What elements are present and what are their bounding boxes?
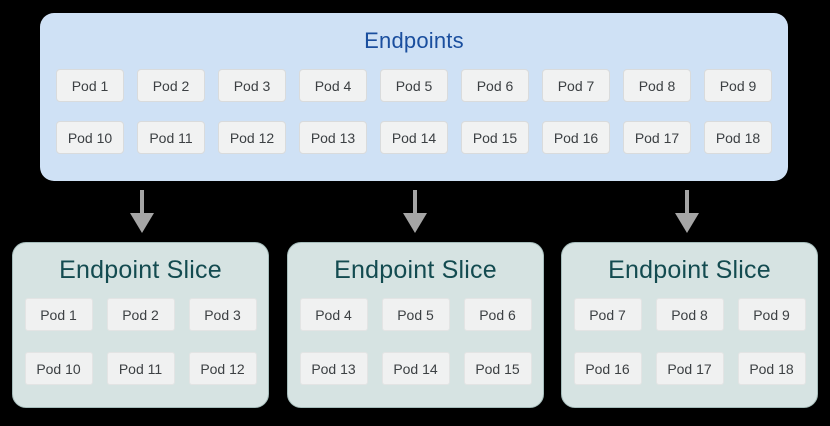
pod-box: Pod 4 <box>299 298 368 331</box>
endpoints-pod-grid: Pod 1 Pod 2 Pod 3 Pod 4 Pod 5 Pod 6 Pod 7 Pod 8… <box>40 69 788 154</box>
pod-box: Pod 4 <box>299 69 367 102</box>
pod-box: Pod 5 <box>381 298 450 331</box>
pod-box: Pod 8 <box>623 69 691 102</box>
pod-box: Pod 14 <box>380 121 448 154</box>
pod-box: Pod 13 <box>299 121 367 154</box>
pod-box: Pod 13 <box>299 352 368 385</box>
pod-box: Pod 2 <box>137 69 205 102</box>
arrow-head <box>130 213 154 233</box>
slice-pod-grid: Pod 7 Pod 8 Pod 9 Pod 16 Pod 17 Pod 18 <box>562 298 817 385</box>
pod-box: Pod 15 <box>463 352 532 385</box>
slice-pod-grid: Pod 4 Pod 5 Pod 6 Pod 13 Pod 14 Pod 15 <box>288 298 543 385</box>
pod-box: Pod 12 <box>218 121 286 154</box>
arrow-head <box>403 213 427 233</box>
pod-box: Pod 6 <box>463 298 532 331</box>
pod-box: Pod 7 <box>573 298 642 331</box>
endpoints-box: Endpoints Pod 1 Pod 2 Pod 3 Pod 4 Pod 5 Pod 6… <box>40 13 788 181</box>
pod-box: Pod 8 <box>655 298 724 331</box>
pod-box: Pod 18 <box>704 121 772 154</box>
pod-box: Pod 3 <box>188 298 257 331</box>
pod-box: Pod 11 <box>137 121 205 154</box>
arrow-stem <box>685 190 689 213</box>
pod-box: Pod 10 <box>24 352 93 385</box>
pod-box: Pod 3 <box>218 69 286 102</box>
arrow-head <box>675 213 699 233</box>
endpoints-title: Endpoints <box>364 28 464 53</box>
endpoint-slice-title: Endpoint Slice <box>59 256 222 284</box>
pod-box: Pod 7 <box>542 69 610 102</box>
pod-box: Pod 9 <box>704 69 772 102</box>
pod-box: Pod 10 <box>56 121 124 154</box>
slice-pod-grid: Pod 1 Pod 2 Pod 3 Pod 10 Pod 11 Pod 12 <box>13 298 268 385</box>
pod-box: Pod 16 <box>542 121 610 154</box>
pod-box: Pod 17 <box>623 121 691 154</box>
arrow-down-icon <box>675 190 699 233</box>
pod-box: Pod 11 <box>106 352 175 385</box>
pod-box: Pod 1 <box>24 298 93 331</box>
arrow-down-icon <box>403 190 427 233</box>
pod-box: Pod 17 <box>655 352 724 385</box>
arrow-down-icon <box>130 190 154 233</box>
pod-box: Pod 12 <box>188 352 257 385</box>
pod-box: Pod 18 <box>737 352 806 385</box>
pod-box: Pod 16 <box>573 352 642 385</box>
arrow-stem <box>140 190 144 213</box>
pod-box: Pod 14 <box>381 352 450 385</box>
endpoint-slice-title: Endpoint Slice <box>608 256 771 284</box>
pod-box: Pod 6 <box>461 69 529 102</box>
arrow-stem <box>413 190 417 213</box>
pod-box: Pod 1 <box>56 69 124 102</box>
pod-box: Pod 2 <box>106 298 175 331</box>
pod-box: Pod 9 <box>737 298 806 331</box>
endpoint-slice-title: Endpoint Slice <box>334 256 497 284</box>
pod-box: Pod 15 <box>461 121 529 154</box>
pod-box: Pod 5 <box>380 69 448 102</box>
